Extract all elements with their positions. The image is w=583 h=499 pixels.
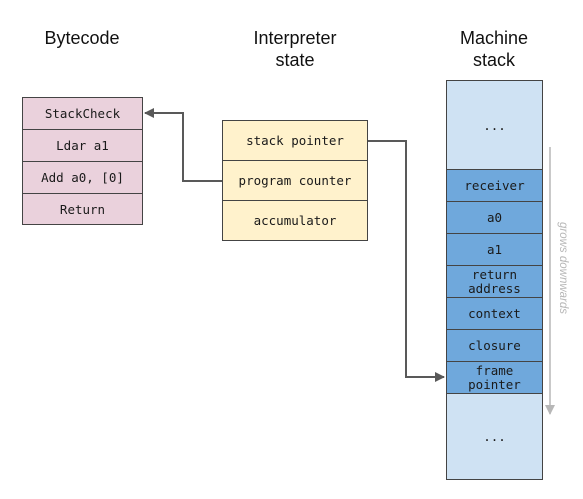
interpreter-state-heading: Interpreter state [253, 28, 337, 70]
bytecode-add: Add a0, [0] [22, 161, 143, 194]
stack-pointer-arrow [368, 140, 445, 382]
bytecode-return: Return [22, 193, 143, 225]
grows-downwards-label: grows downwards [557, 221, 569, 315]
stack-slot-context: context [446, 297, 543, 330]
stack-pointer-register: stack pointer [222, 120, 368, 161]
program-counter-register: program counter [222, 160, 368, 201]
stack-top-ellipsis: ... [446, 80, 543, 170]
bytecode-stackcheck: StackCheck [22, 97, 143, 130]
accumulator-register: accumulator [222, 200, 368, 241]
stack-slot-return-address: return address [446, 265, 543, 298]
bytecode-heading: Bytecode [44, 28, 120, 48]
program-counter-arrow [144, 108, 222, 182]
stack-bottom-ellipsis: ... [446, 393, 543, 480]
stack-slot-a0: a0 [446, 201, 543, 234]
machine-stack-heading: Machine stack [459, 28, 529, 70]
